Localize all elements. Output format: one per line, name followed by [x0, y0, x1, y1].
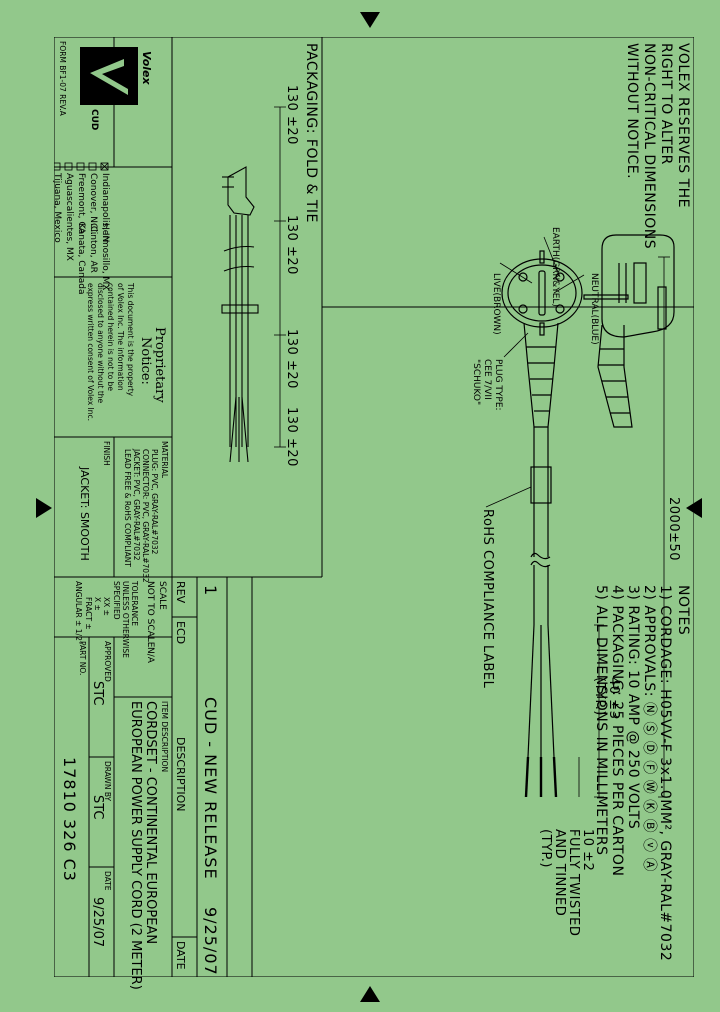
packaging-dim-4: 130 ±20 — [284, 407, 299, 467]
packaging-coil — [221, 166, 259, 463]
location-4: Aguascalientes, MX — [64, 173, 74, 261]
proprietary-body-3: contained herein is not to be — [106, 283, 115, 392]
rohs-label: RoHS COMPLIANCE LABEL — [480, 509, 495, 689]
strip-typ: (TYP.) — [592, 677, 607, 716]
tinned-line-1: FULLY TWISTED — [566, 829, 581, 937]
location-5: Tijuana, Mexico — [52, 173, 62, 243]
description-header: DESCRIPTION — [174, 737, 187, 812]
drawn-value: STC — [90, 795, 105, 820]
plug-type-line-1: PLUG TYPE: — [493, 359, 503, 411]
tinned-line-2: AND TINNED — [552, 829, 567, 917]
disclaimer-line-1: VOLEX RESERVES THE — [675, 43, 691, 208]
note-item-5: 5) ALL DIMENSIONS IN MILLIMETERS — [593, 585, 609, 856]
packaging-dim-3: 130 ±20 — [284, 329, 299, 389]
leader-lines — [485, 236, 670, 798]
form-number: FORM BF1-07 REV.A — [58, 41, 67, 116]
location-6: Hermosillo, MX — [100, 223, 110, 291]
rev-header: REV — [174, 581, 187, 604]
center-marker-top — [360, 12, 380, 28]
note-item-4: 4) PACKAGING: 25 PIECES PER CARTON — [609, 585, 625, 877]
notes-title: NOTES — [675, 585, 691, 636]
tinned-dimension: 10 ±2 — [580, 829, 595, 872]
drawing-sheet: VOLEX RESERVES THE RIGHT TO ALTER NON-CR… — [52, 37, 694, 990]
material-line-2: CONNECTOR: PVC, GRAY-RAL#7032 — [141, 449, 150, 583]
neutral-label: NEUTRAL(BLUE) — [589, 273, 599, 345]
ecd-value: N/A — [145, 647, 155, 663]
packaging-title: PACKAGING: FOLD & TIE — [303, 43, 319, 223]
packaging-dimensions — [274, 106, 286, 448]
title-date-value: 9/25/07 — [90, 897, 105, 948]
center-marker-left — [36, 498, 52, 518]
part-no-label: PART NO. — [78, 641, 87, 676]
logo-brand: Volex — [140, 51, 153, 85]
item-description-2: EUROPEAN POWER SUPPLY CORD (2 METER) — [128, 701, 143, 990]
part-number: 17810 326 C3 — [60, 757, 79, 882]
note-item-3: 3) RATING: 10 AMP @ 250 VOLTS — [625, 585, 641, 830]
location-8: Kanata, Canada — [76, 223, 86, 295]
disclaimer-line-4: WITHOUT NOTICE. — [624, 43, 640, 180]
proprietary-body-5: express written consent of Volex Inc. — [86, 283, 95, 422]
finish-label: FINISH — [102, 441, 111, 466]
volex-logo — [80, 47, 138, 105]
plug-face-view — [501, 250, 583, 798]
title-date-label: DATE — [103, 871, 112, 891]
packaging-dim-2: 130 ±20 — [284, 215, 299, 275]
material-line-1: PLUG: PVC, GRAY-RAL#7032 — [150, 449, 159, 555]
center-marker-bottom — [360, 986, 380, 1002]
material-label: MATERIAL — [160, 441, 169, 479]
live-label: LIVE(BROWN) — [491, 273, 501, 335]
plug-type-line-3: "SCHUKO" — [471, 359, 481, 406]
rev-date: 9/25/07 — [201, 907, 220, 976]
tolerance-3: SPECIFIED — [112, 581, 121, 620]
proprietary-body-4: disclosed to anyone without the — [96, 283, 105, 404]
rev-description: CUD - NEW RELEASE — [201, 697, 220, 880]
note-item-1: 1) CORDAGE: H05VV-F 3x1.0MM², GRAY-RAL#7… — [657, 585, 673, 962]
plug-type-line-2: CEE 7/VII — [482, 359, 492, 400]
tolerance-6: FRACT ± — [84, 597, 93, 630]
earth-label: EARTH(GRN&YEL) — [550, 227, 560, 307]
packaging-dim-1: 130 ±20 — [284, 85, 299, 145]
scale-value: NOT TO SCALE — [145, 581, 155, 648]
sheet-linework — [54, 37, 694, 977]
tolerance-4: XX ± — [102, 597, 111, 616]
material-line-3: JACKET: PVC, GRAY-RAL#7032 — [132, 449, 141, 561]
disclaimer-line-2: RIGHT TO ALTER — [658, 43, 674, 165]
length-dimension: 2000±50 — [666, 497, 681, 562]
disclaimer-line-3: NON-CRITICAL DIMENSIONS — [641, 43, 657, 250]
rev-number: 1 — [201, 585, 220, 597]
proprietary-body-2: of Volex Inc. The information — [116, 283, 125, 391]
tolerance-1: TOLERANCE — [130, 581, 139, 627]
logo-sub: CUD — [89, 109, 99, 131]
location-checkboxes — [54, 162, 109, 171]
approved-value: STC — [90, 681, 105, 706]
location-7: Clinton, AR — [88, 223, 98, 273]
proprietary-subtitle: Notice: — [138, 337, 153, 385]
center-marker-right — [686, 498, 702, 518]
approved-label: APPROVED — [103, 641, 112, 682]
proprietary-title: Proprietary — [152, 327, 167, 403]
tolerance-7: ANGULAR ± 1/2° — [74, 581, 83, 645]
strip-dimension: 40 ±3 — [606, 677, 621, 720]
tolerance-2: UNLESS OTHERWISE — [121, 581, 130, 658]
tolerance-5: X ± — [93, 597, 102, 611]
finish-value: JACKET: SMOOTH — [78, 467, 91, 561]
tinned-line-3: (TYP.) — [538, 829, 553, 868]
item-description-label: ITEM DESCRIPTION — [160, 701, 169, 773]
scale-label: SCALE — [157, 581, 167, 610]
date-header: DATE — [174, 941, 187, 970]
material-line-4: LEAD FREE & RoHS COMPLIANT — [123, 449, 132, 567]
note-item-2: 2) APPROVALS: Ⓝ Ⓢ Ⓓ Ⓕ Ⓦ Ⓚ Ⓑ ⓥ Ⓐ — [641, 585, 657, 872]
ecd-header: ECD — [174, 621, 187, 645]
item-description-1: CORDSET - CONTINENTAL EUROPEAN — [143, 701, 158, 945]
proprietary-body-1: This document is the property — [126, 283, 135, 397]
